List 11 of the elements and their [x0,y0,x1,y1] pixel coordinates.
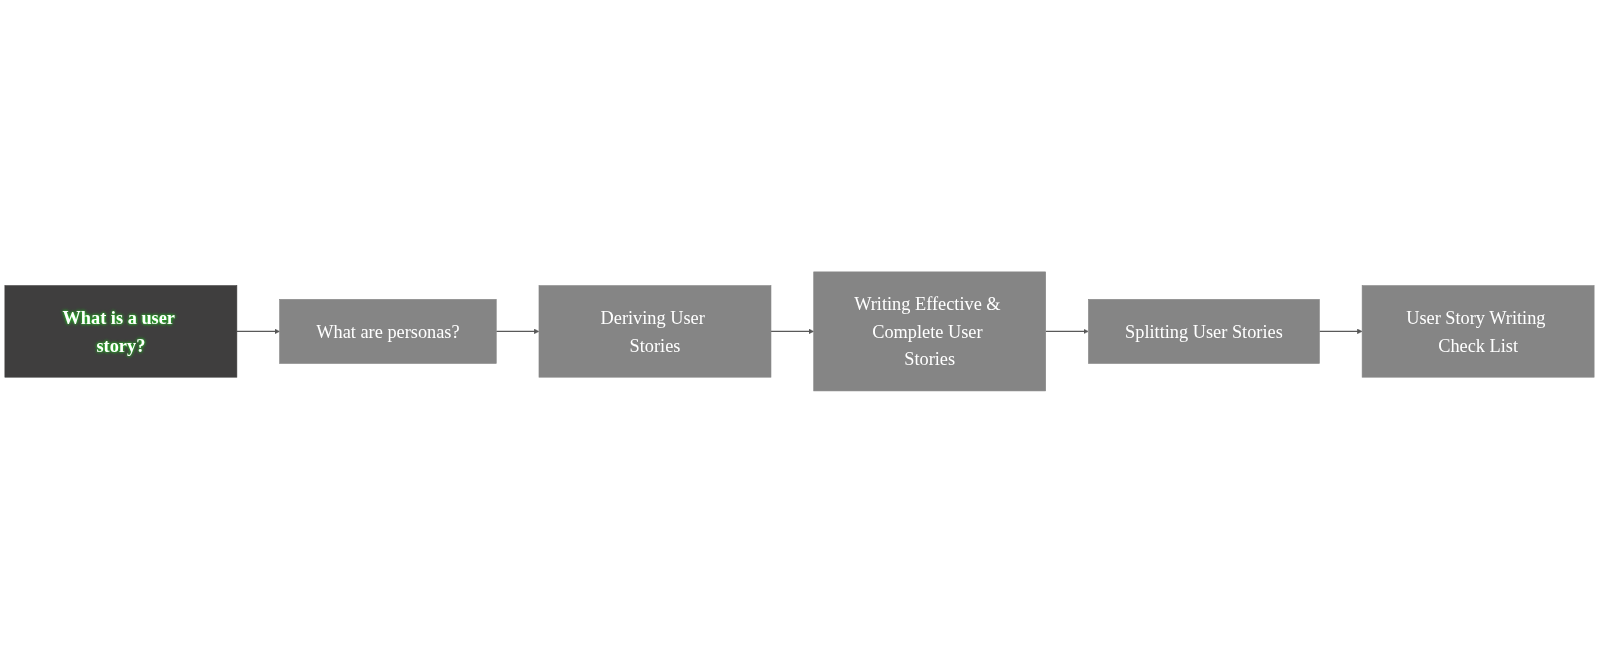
arrow [1318,328,1363,335]
arrow [495,328,540,335]
node-box: Deriving User Stories [538,285,772,378]
node-box: Writing Effective & Complete User Stories [813,271,1046,392]
node-box: What is a user story? [4,285,238,378]
arrow [770,328,814,335]
arrow [1045,328,1089,335]
node-box: User Story Writing Check List [1361,285,1595,378]
node-box: What are personas? [279,299,497,364]
arrow [236,328,280,335]
node-box: Splitting User Stories [1088,299,1320,364]
